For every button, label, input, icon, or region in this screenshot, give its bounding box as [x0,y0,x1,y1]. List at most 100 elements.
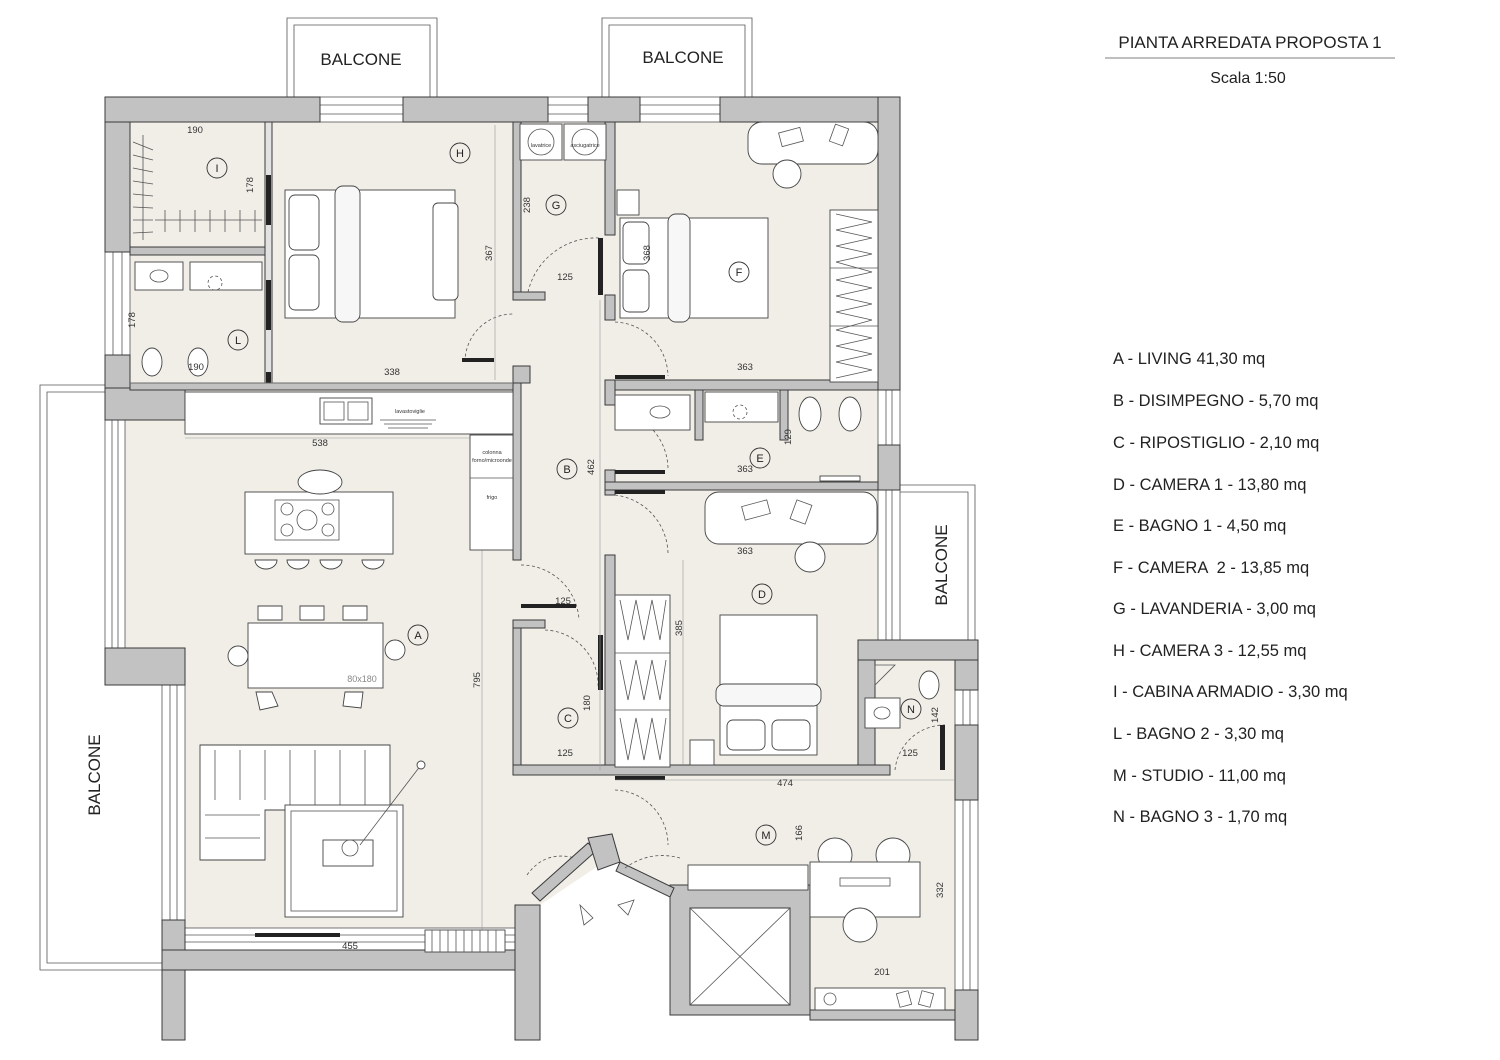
dimension-label: 142 [930,707,941,723]
bathroom-e-fixtures-part [649,405,671,419]
legend-item-h: H - CAMERA 3 - 12,55 mq [1113,642,1306,660]
room-label-d: D [751,583,773,605]
legend-item-g: G - LAVANDERIA - 3,00 mq [1113,600,1316,618]
doors-part [598,635,603,690]
dimension-label: 178 [245,177,256,193]
dimension-label: 455 [342,941,358,952]
sliding-door-bath-l [266,280,271,330]
room-label-h-part [449,142,471,164]
dimension-label: 125 [557,272,573,283]
room-label-l-part [227,329,249,351]
elevator-shaft [689,907,791,1006]
camera-1-furniture [614,491,878,768]
camera-2-furniture-part [830,267,878,327]
legend-item-a: A - LIVING 41,30 mq [1113,350,1265,368]
plan-scale: Scala 1:50 [1210,70,1286,87]
legend-item-i: I - CABINA ARMADIO - 3,30 mq [1113,683,1348,701]
bathroom-e-fixtures-part [819,475,861,482]
legend-item-f: F - CAMERA 2 - 13,85 mq [1113,559,1309,577]
legend-item-e: E - BAGNO 1 - 4,50 mq [1113,517,1286,535]
dryer-label: asciugatrice [570,143,599,149]
dimension-label: 385 [674,620,685,636]
walls-part [694,389,704,441]
door-swing-lavanderia [527,237,601,293]
toilet-icon [918,670,940,700]
bidet-icon [838,396,862,432]
bathroom-n-fixtures-part [864,697,901,729]
windows-part [885,490,893,640]
kitchen-part [323,401,345,421]
dimension-label: 462 [586,459,597,475]
shelf-studio [687,864,809,891]
balcony-label-right: BALCONE [932,524,951,605]
room-label-e-part [749,447,771,469]
room-label-m-part [755,824,777,846]
walls-part [954,659,979,691]
dimension-label: 368 [642,245,653,261]
room-label-c: C [557,707,579,729]
title-block: PIANTA ARREDATA PROPOSTA 1 Scala 1:50 [1105,33,1395,87]
camera-1-furniture-part [741,499,771,521]
entrance-door-right [624,855,681,869]
bed-camera-3 [284,185,459,323]
walls-part [587,96,641,123]
laundry-appliances: lavatrice asciugatrice [519,123,607,161]
room-label-g-part [545,194,567,216]
walls-part [512,382,522,561]
windows-part [962,690,971,725]
kitchen-island-part [244,491,394,555]
walls-part [719,96,901,123]
camera-2-furniture-part [828,123,850,147]
dimension-label: 474 [777,778,793,789]
dimension-label: 180 [582,695,593,711]
oven-column [469,434,514,551]
walls-part [264,121,273,386]
door-swing-corridor [520,564,580,621]
studio-furniture-part [917,990,935,1008]
dimension-label: 190 [188,362,204,373]
room-label-n: N [900,698,922,720]
dimension-label: 125 [557,748,573,759]
room-legend: A - LIVING 41,30 mq B - DISIMPEGNO - 5,7… [1113,350,1348,826]
camera-2-furniture-part [616,189,640,216]
walls-part [514,904,541,1041]
kitchen-island-part [297,469,343,495]
room-letter-e: E [756,453,763,465]
closet-hangers-part [132,141,154,234]
room-letter-n: N [907,704,915,716]
living-bottom-fixtures-part [431,930,497,952]
balcony-label-left: BALCONE [85,734,104,815]
dimension-label: 190 [187,125,203,136]
balcony-top-left: BALCONE [286,17,438,97]
dimension-lines [130,125,955,945]
laundry-appliances-part [563,123,607,161]
windows-part [548,104,588,115]
room-label-i-part [206,157,228,179]
room-letter-a: A [414,630,422,642]
chair-camera-1 [794,541,826,573]
walls-part [877,96,901,391]
doors-part [940,725,945,770]
kitchen-island-part [280,502,294,516]
walls-part [512,291,546,301]
studio-furniture-part [839,877,891,887]
door-swing-camera-1 [614,494,669,556]
room-letter-l: L [235,335,241,347]
windows-part [320,104,403,115]
walls-part [104,354,131,391]
room-letter-h: H [456,148,464,160]
doors-part [615,375,665,379]
sofa-part [199,744,391,861]
dimension-label: 238 [522,197,533,213]
tv-icon [255,933,340,937]
desk-camera-1 [704,491,878,545]
bed-camera-3-part [288,194,320,251]
room-letter-i: I [215,163,218,175]
room-letter-c: C [564,713,572,725]
room-label-c-part [557,707,579,729]
balcony-left-part [39,384,162,971]
oven-column-label-1: colonna [482,450,502,456]
sofa-part [341,839,359,857]
dimension-label: 363 [737,464,753,475]
